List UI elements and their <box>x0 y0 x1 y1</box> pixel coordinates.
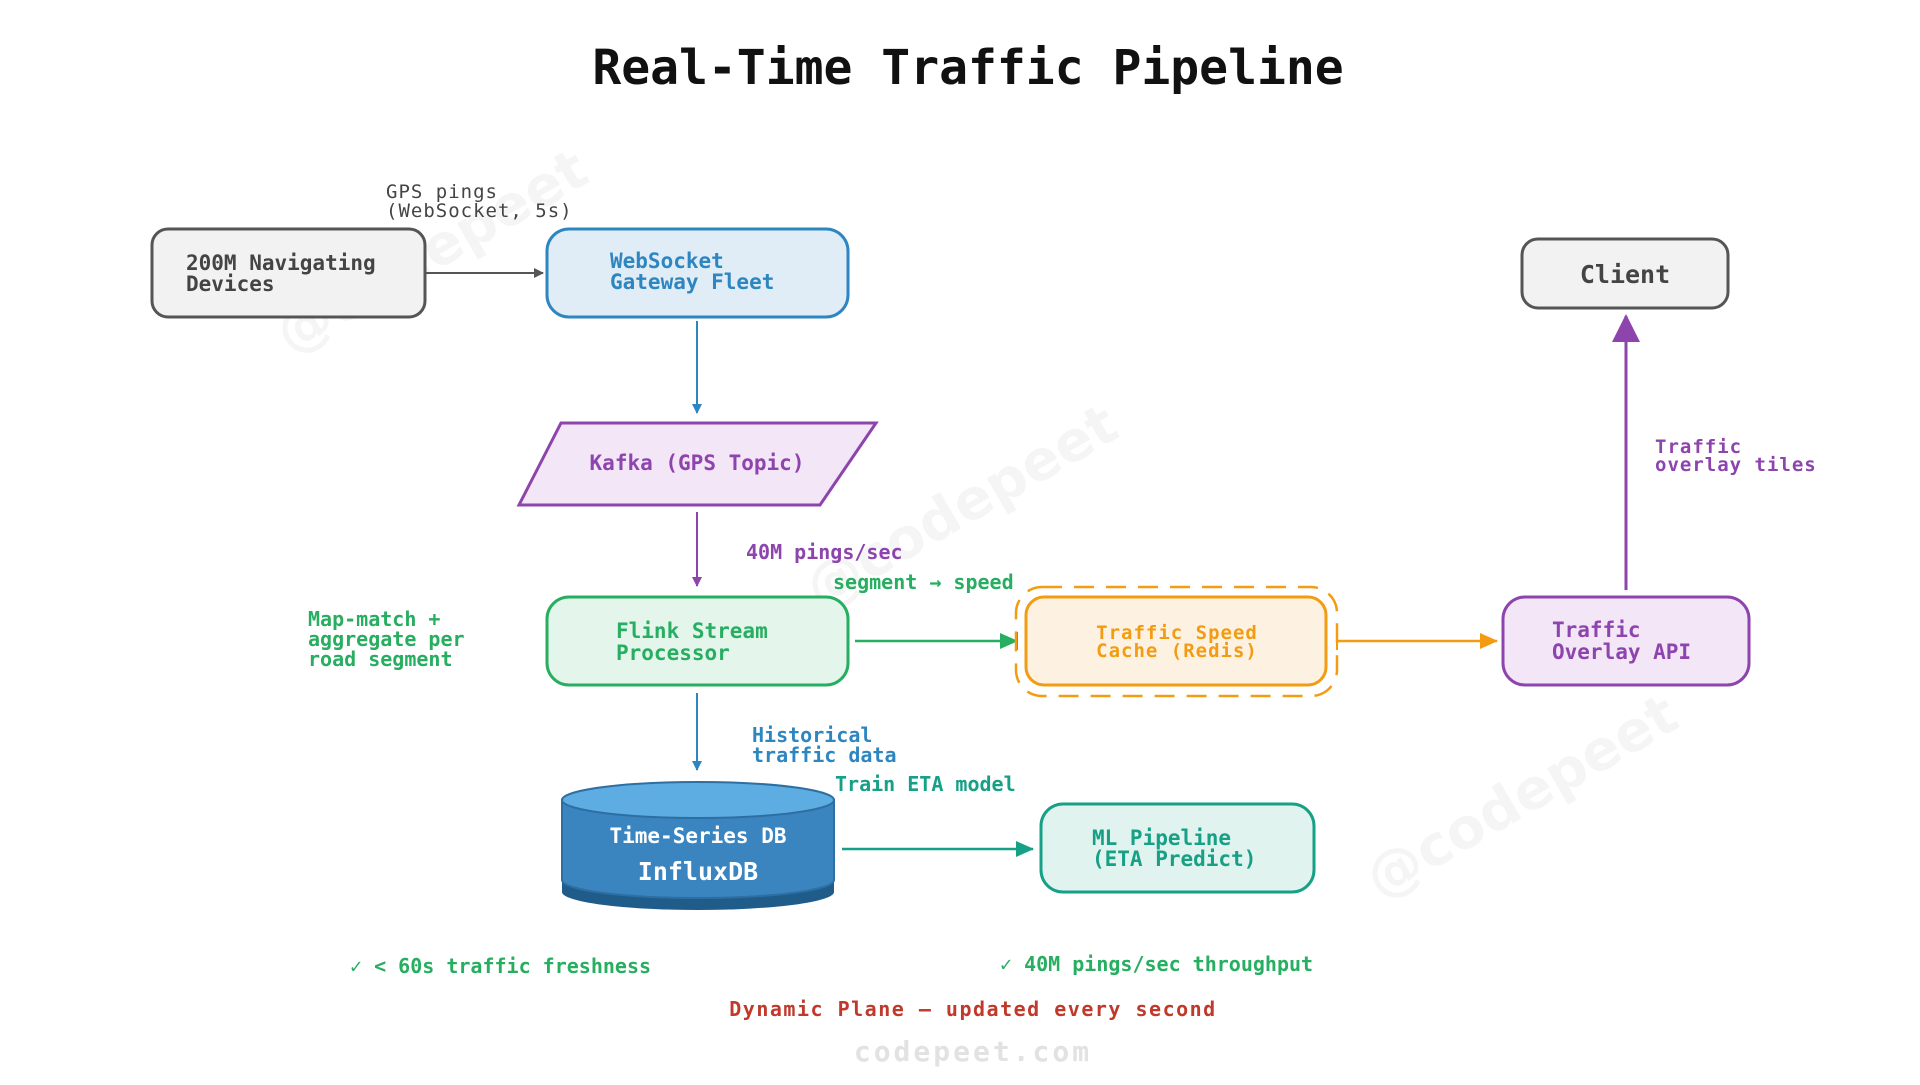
flink-label-line1: Flink Stream <box>616 619 768 643</box>
devices-label-line1: 200M Navigating <box>186 251 376 275</box>
ml-label-line2: (ETA Predict) <box>1092 847 1256 871</box>
kafka-label: Kafka (GPS Topic) <box>590 451 805 475</box>
node-websocket-gateway: WebSocket Gateway Fleet <box>545 227 850 319</box>
side-note-line3: road segment <box>308 647 453 671</box>
tsdb-label-line1: Time-Series DB <box>609 824 786 848</box>
edge-label-overlay-tiles-line1: Traffic <box>1655 436 1742 458</box>
node-overlay-api: Traffic Overlay API <box>1501 595 1751 687</box>
diagram-title: Real-Time Traffic Pipeline <box>592 40 1343 96</box>
tsdb-label-line2: InfluxDB <box>638 857 758 886</box>
edge-label-train-eta: Train ETA model <box>835 772 1016 796</box>
client-label: Client <box>1580 260 1670 289</box>
node-timeseries-db: Time-Series DB InfluxDB <box>561 781 835 910</box>
node-ml-pipeline: ML Pipeline (ETA Predict) <box>1039 802 1316 894</box>
edge-label-segment-speed: segment → speed <box>833 570 1014 594</box>
edge-label-historical-line1: Historical <box>752 723 872 747</box>
node-kafka: Kafka (GPS Topic) <box>516 421 879 507</box>
flink-label-line2: Processor <box>616 641 730 665</box>
metric-throughput: ✓ 40M pings/sec throughput <box>1000 952 1313 976</box>
cache-label-line2: Cache (Redis) <box>1096 640 1258 662</box>
edge-label-gps-pings-line1: GPS pings <box>386 181 498 203</box>
node-devices: 200M Navigating Devices <box>150 227 427 319</box>
site-watermark: codepeet.com <box>854 1035 1092 1068</box>
gateway-label-line2: Gateway Fleet <box>610 270 774 294</box>
metric-freshness: ✓ < 60s traffic freshness <box>350 954 651 978</box>
gateway-label-line1: WebSocket <box>610 249 724 273</box>
side-note-line2: aggregate per <box>308 627 465 651</box>
node-redis-cache: Traffic Speed Cache (Redis) <box>1014 585 1339 698</box>
cache-label-line1: Traffic Speed <box>1096 622 1258 644</box>
watermark-3: @codepeet <box>1355 682 1689 913</box>
node-client: Client <box>1520 237 1730 310</box>
overlay-api-label-line2: Overlay API <box>1552 640 1691 664</box>
ml-label-line1: ML Pipeline <box>1092 826 1231 850</box>
edge-label-historical-line2: traffic data <box>752 743 897 767</box>
edge-label-rate: 40M pings/sec <box>746 540 903 564</box>
devices-label-line2: Devices <box>186 272 275 296</box>
overlay-api-label-line1: Traffic <box>1552 618 1641 642</box>
edge-label-overlay-tiles-line2: overlay tiles <box>1655 454 1817 476</box>
footer-dynamic-plane: Dynamic Plane — updated every second <box>729 997 1216 1021</box>
side-note-line1: Map-match + <box>308 607 440 631</box>
node-flink: Flink Stream Processor <box>545 595 850 687</box>
edge-label-gps-pings-line2: (WebSocket, 5s) <box>386 200 573 222</box>
